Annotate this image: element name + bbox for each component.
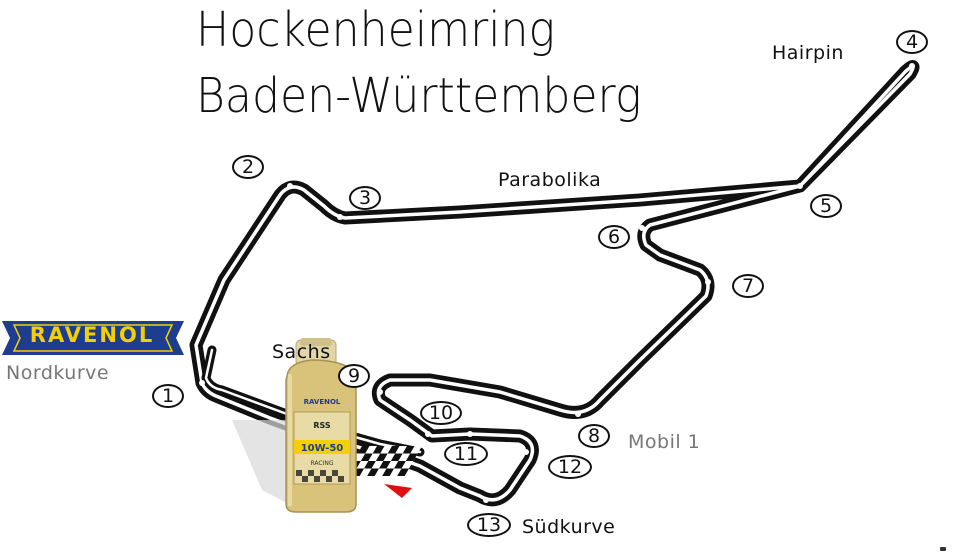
label-hairpin: Hairpin bbox=[772, 42, 844, 64]
corner-number-1: 1 bbox=[152, 384, 184, 408]
ravenol-logo-text: RAVENOL bbox=[29, 323, 155, 347]
corner-number-3: 3 bbox=[349, 186, 381, 210]
corner-dot bbox=[377, 389, 383, 395]
corner-number-6: 6 bbox=[598, 225, 630, 249]
label-mobil1: Mobil 1 bbox=[628, 431, 701, 453]
corner-dot bbox=[797, 183, 803, 189]
oil-bottle-icon: RAVENOL RSS 10W-50 RACING bbox=[285, 338, 357, 513]
corner-dot bbox=[705, 279, 711, 285]
page-title-line1: Hockenheimring bbox=[196, 2, 556, 58]
corner-number-7: 7 bbox=[732, 274, 764, 298]
label-suedkurve: Südkurve bbox=[522, 516, 616, 538]
corner-dot bbox=[199, 380, 205, 386]
corner-dot bbox=[483, 497, 489, 503]
corner-number-12: 12 bbox=[548, 455, 592, 479]
bottle-code: RSS bbox=[313, 421, 331, 430]
red-triangle-icon bbox=[384, 484, 412, 498]
bottle-grade: 10W-50 bbox=[301, 443, 344, 454]
bottle-brand: RAVENOL bbox=[304, 398, 341, 406]
checkered-flag-icon bbox=[344, 446, 422, 476]
corner-number-13: 13 bbox=[467, 513, 511, 537]
label-parabolika: Parabolika bbox=[498, 169, 602, 191]
corner-dot bbox=[639, 225, 645, 231]
corner-dot bbox=[523, 449, 529, 455]
corner-dots bbox=[199, 63, 915, 503]
label-sachs: Sachs bbox=[272, 341, 331, 363]
corner-dot bbox=[337, 214, 343, 220]
corner-dot bbox=[909, 63, 915, 69]
corner-number-4: 4 bbox=[896, 30, 928, 54]
bottle-sub: RACING bbox=[310, 460, 333, 467]
corner-number-5: 5 bbox=[810, 194, 842, 218]
page-title-line2: Baden-Württemberg bbox=[196, 68, 642, 124]
corner-number-10: 10 bbox=[420, 401, 462, 425]
ravenol-logo bbox=[2, 321, 184, 355]
corner-dot bbox=[287, 183, 293, 189]
corner-dot bbox=[467, 431, 473, 437]
corner-dot bbox=[425, 431, 431, 437]
corner-number-2: 2 bbox=[232, 155, 264, 179]
corner-number-9: 9 bbox=[338, 364, 370, 388]
bottle-shadow bbox=[232, 420, 300, 510]
corner-dot bbox=[575, 411, 581, 417]
corner-mark bbox=[940, 547, 946, 551]
corner-number-8: 8 bbox=[578, 424, 610, 448]
label-nordkurve: Nordkurve bbox=[6, 362, 110, 384]
corner-number-11: 11 bbox=[444, 442, 488, 466]
